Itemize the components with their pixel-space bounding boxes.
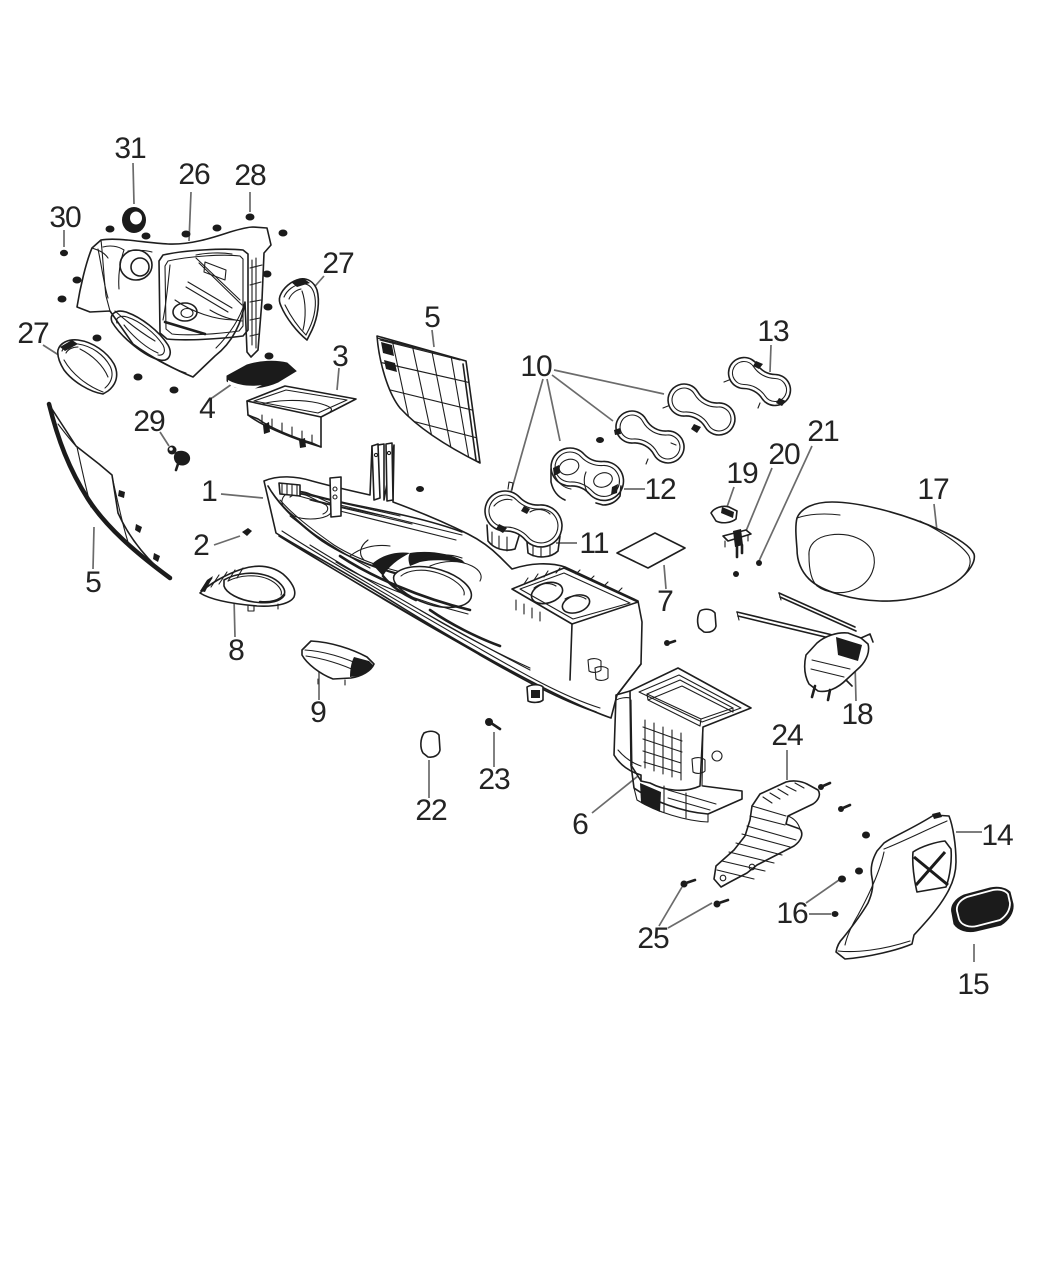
svg-text:30: 30 bbox=[49, 201, 81, 234]
svg-text:15: 15 bbox=[957, 968, 989, 1001]
svg-text:5: 5 bbox=[85, 566, 101, 599]
svg-text:17: 17 bbox=[917, 473, 949, 506]
svg-text:12: 12 bbox=[644, 473, 676, 506]
svg-text:20: 20 bbox=[768, 438, 800, 471]
svg-text:2: 2 bbox=[193, 529, 209, 562]
svg-text:13: 13 bbox=[757, 315, 789, 348]
svg-text:14: 14 bbox=[981, 819, 1013, 852]
svg-text:29: 29 bbox=[133, 405, 165, 438]
svg-text:1: 1 bbox=[201, 475, 217, 508]
svg-text:9: 9 bbox=[310, 696, 326, 729]
svg-text:7: 7 bbox=[657, 585, 673, 618]
svg-text:28: 28 bbox=[234, 159, 266, 192]
svg-text:27: 27 bbox=[17, 317, 49, 350]
svg-text:22: 22 bbox=[415, 794, 447, 827]
svg-text:23: 23 bbox=[478, 763, 510, 796]
svg-text:10: 10 bbox=[520, 350, 552, 383]
svg-text:26: 26 bbox=[178, 158, 210, 191]
svg-text:25: 25 bbox=[637, 922, 669, 955]
svg-text:27: 27 bbox=[322, 247, 354, 280]
svg-text:8: 8 bbox=[228, 634, 244, 667]
svg-text:31: 31 bbox=[114, 132, 146, 165]
svg-text:11: 11 bbox=[579, 527, 608, 560]
svg-text:4: 4 bbox=[199, 392, 215, 425]
svg-text:19: 19 bbox=[726, 457, 758, 490]
svg-text:16: 16 bbox=[776, 897, 808, 930]
svg-text:21: 21 bbox=[807, 415, 839, 448]
svg-text:5: 5 bbox=[424, 301, 440, 334]
svg-text:6: 6 bbox=[572, 808, 588, 841]
svg-text:3: 3 bbox=[332, 340, 348, 373]
svg-text:18: 18 bbox=[841, 698, 873, 731]
svg-text:24: 24 bbox=[771, 719, 803, 752]
